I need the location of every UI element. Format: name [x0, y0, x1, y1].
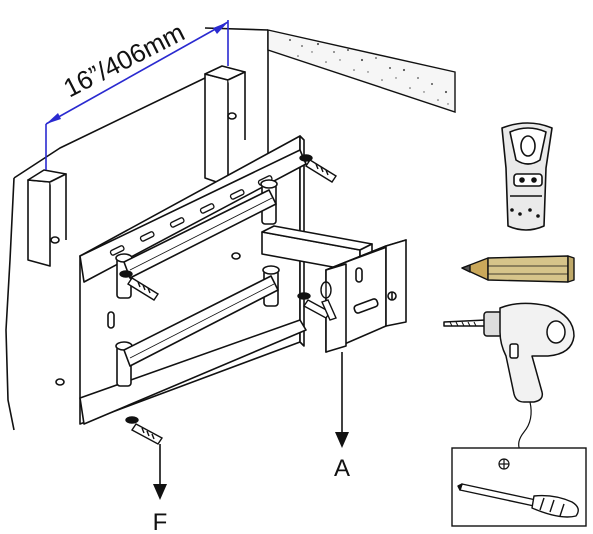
screwdriver-icon	[457, 483, 579, 518]
screw-middle	[297, 292, 332, 319]
callout-a: A	[334, 352, 350, 482]
callout-a-label: A	[334, 455, 350, 482]
callout-f-label: F	[153, 509, 168, 534]
stud-spacing-dimension: 16”/406mm	[45, 17, 229, 170]
drill-icon	[443, 302, 575, 451]
phillips-icon	[498, 458, 510, 470]
studs	[27, 65, 246, 267]
screw-top-left	[119, 270, 159, 301]
wall-hole-left-bottom	[55, 378, 65, 386]
callout-f: F	[153, 444, 168, 534]
screw-bottom-left	[125, 416, 164, 445]
dimension-line	[45, 21, 229, 125]
ceiling-section	[267, 29, 456, 113]
bracket-knob	[320, 281, 337, 321]
wall-hole-right-top	[227, 112, 237, 120]
stud-finder-icon	[501, 122, 553, 231]
screw-top-right	[299, 154, 337, 183]
screws	[119, 154, 337, 445]
pencil-icon	[461, 255, 575, 283]
right-stud	[204, 73, 229, 187]
screwdriver-box	[451, 447, 587, 527]
left-stud	[27, 179, 51, 267]
dimension-label: 16”/406mm	[59, 17, 190, 103]
dimension-arrow-right	[213, 22, 228, 34]
dimension-arrow-left	[46, 113, 61, 124]
wall-hole-left-top	[50, 236, 60, 244]
